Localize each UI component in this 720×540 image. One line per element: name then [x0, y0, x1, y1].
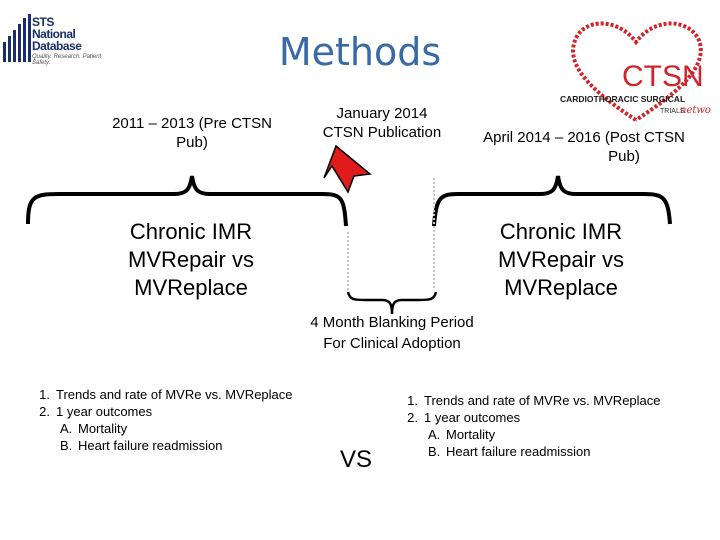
publication-line2: CTSN Publication	[322, 124, 442, 141]
pre-period-label: 2011 – 2013 (Pre CTSN Pub)	[92, 114, 292, 152]
list-item: 2.1 year outcomes	[39, 404, 153, 419]
post-period-label: April 2014 – 2016 (Post CTSN Pub)	[452, 128, 716, 166]
ctsn-logo-big: CTSN	[622, 60, 704, 93]
sts-logo-tagline: Quality. Research. Patient Safety.	[32, 54, 102, 66]
list-subitem: B.Heart failure readmission	[60, 438, 223, 453]
post-period-line1: April 2014 – 2016 (Post CTSN	[483, 129, 685, 146]
blanking-period-label: 4 Month Blanking Period For Clinical Ado…	[272, 312, 512, 354]
right-outcomes-list: 1.Trends and rate of MVRe vs. MVReplace …	[392, 392, 661, 460]
list-item: 1.Trends and rate of MVRe vs. MVReplace	[39, 387, 293, 402]
right-brace	[432, 175, 672, 227]
pre-period-line2: Pub)	[176, 134, 208, 151]
heart-icon: CTSN CARDIOTHORACIC SURGICAL TRIALS netw…	[560, 21, 720, 122]
sts-logo-text: STS National Database	[32, 16, 120, 52]
ctsn-logo-script: network	[680, 105, 712, 116]
list-item: 2.1 year outcomes	[407, 410, 521, 425]
list-subitem: A.Mortality	[428, 427, 496, 442]
right-group-line3: MVReplace	[504, 275, 618, 300]
page-title: Methods	[278, 30, 442, 74]
publication-arrow-icon	[323, 144, 372, 194]
right-group-label: Chronic IMR MVRepair vs MVReplace	[470, 218, 652, 302]
ctsn-logo-line1: CARDIOTHORACIC SURGICAL	[560, 94, 685, 104]
left-group-label: Chronic IMR MVRepair vs MVReplace	[100, 218, 282, 302]
right-group-line2: MVRepair vs	[498, 247, 624, 272]
list-subitem: B.Heart failure readmission	[428, 444, 591, 459]
left-brace	[26, 175, 348, 227]
blanking-line2: For Clinical Adoption	[323, 335, 461, 352]
list-subitem: A.Mortality	[60, 421, 128, 436]
sts-national-database-logo: STS National Database Quality. Research.…	[2, 14, 120, 70]
publication-line1: January 2014	[336, 105, 428, 122]
sts-bars-icon	[3, 14, 31, 62]
sts-logo-line1: STS	[32, 15, 54, 29]
left-group-line2: MVRepair vs	[128, 247, 254, 272]
blanking-line1: 4 Month Blanking Period	[310, 314, 474, 331]
left-group-line3: MVReplace	[134, 275, 248, 300]
post-period-line2: Pub)	[608, 148, 640, 165]
left-group-line1: Chronic IMR	[129, 219, 253, 244]
ctsn-logo-line2: TRIALS	[660, 108, 685, 115]
ctsn-logo: CTSN CARDIOTHORACIC SURGICAL TRIALS netw…	[560, 12, 720, 130]
list-item: 1.Trends and rate of MVRe vs. MVReplace	[407, 393, 661, 408]
blanking-brace	[346, 291, 438, 315]
right-group-line1: Chronic IMR	[499, 219, 623, 244]
pre-period-line1: 2011 – 2013 (Pre CTSN	[112, 115, 272, 132]
publication-label: January 2014 CTSN Publication	[304, 104, 460, 142]
left-outcomes-list: 1.Trends and rate of MVRe vs. MVReplace …	[24, 386, 293, 454]
vs-label: VS	[340, 446, 373, 473]
sts-logo-line2: National Database	[32, 27, 82, 53]
